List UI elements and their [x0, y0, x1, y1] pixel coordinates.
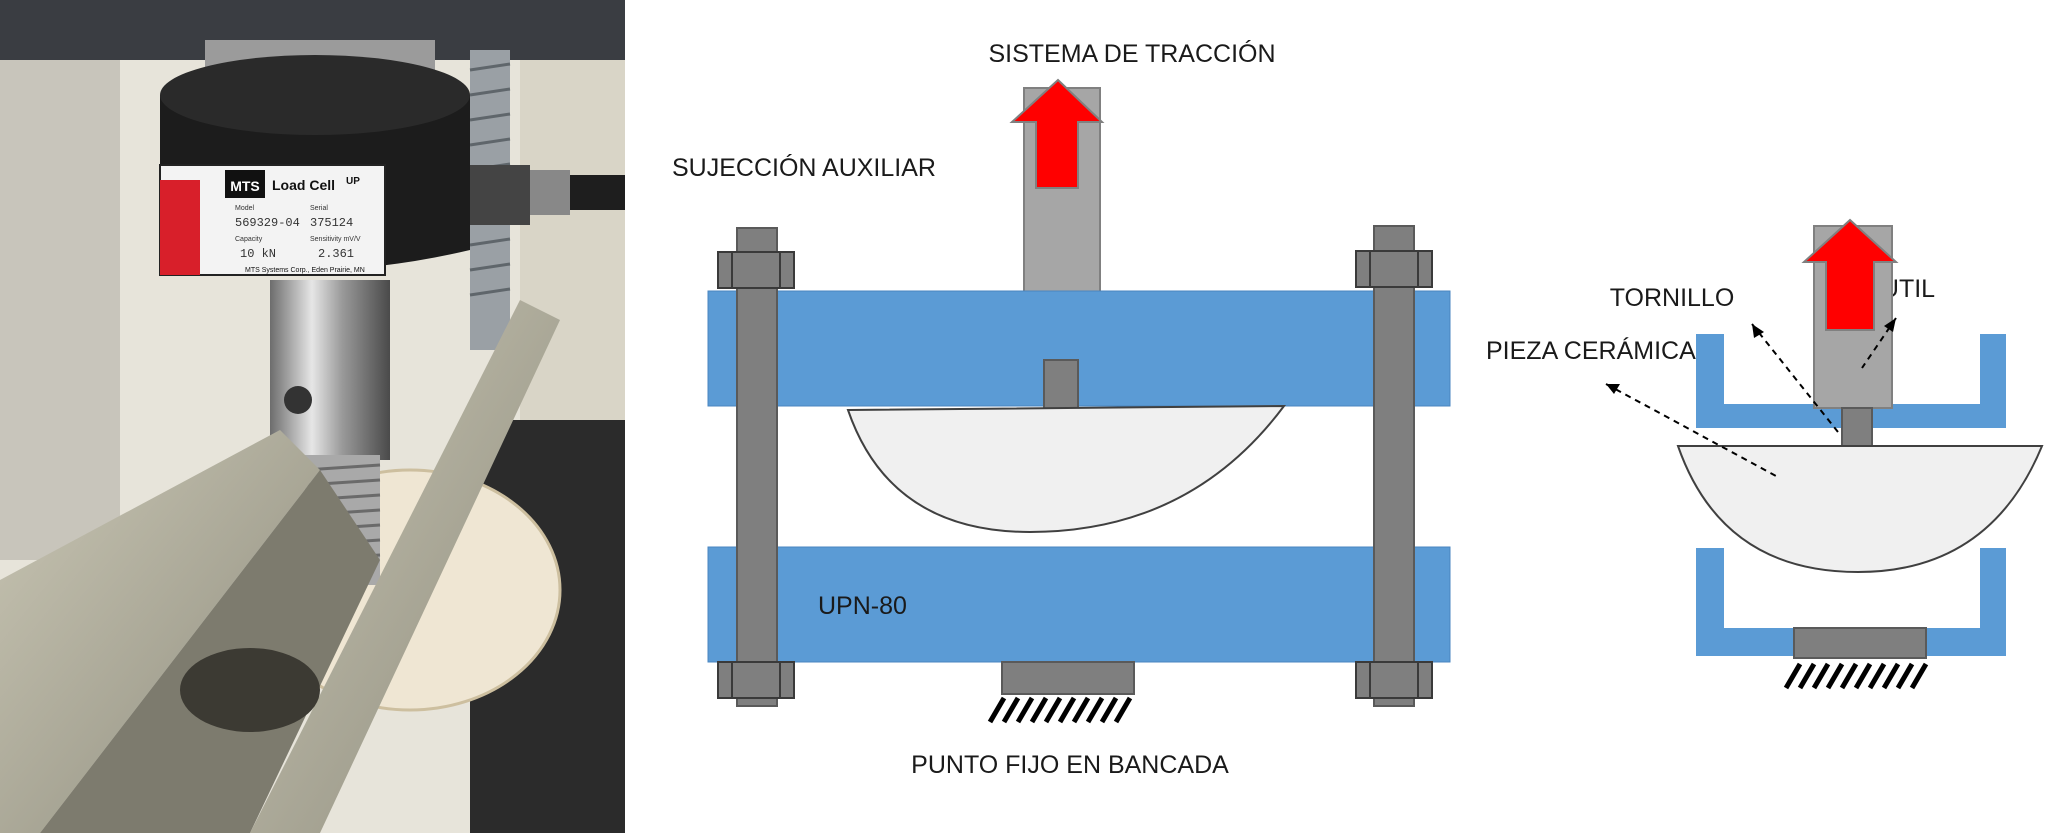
load-cell-title: Load Cell	[272, 177, 335, 193]
load-cell-brand: MTS	[230, 178, 260, 194]
sujecion-auxiliar-label: SUJECCIÓN AUXILIAR	[672, 153, 936, 182]
screw	[1043, 359, 1079, 411]
upper-channel-section	[1696, 334, 2006, 428]
nut-top-left	[717, 251, 795, 289]
load-cell-up: UP	[346, 176, 360, 187]
right-rod	[1373, 225, 1415, 707]
left-rod	[736, 227, 778, 707]
nut-bottom-left	[717, 661, 795, 699]
punto-fijo-label: PUNTO FIJO EN BANCADA	[911, 751, 1229, 779]
lower-channel-section	[1696, 548, 2006, 656]
model-head: Model	[235, 205, 255, 212]
nut-top-right	[1355, 250, 1433, 288]
tornillo-leader	[1751, 323, 1839, 433]
nut-bottom-right	[1355, 661, 1433, 699]
screw-section	[1841, 407, 1873, 451]
lower-beam	[707, 546, 1451, 663]
ceramic-piece	[846, 404, 1287, 534]
pull-arrow-section	[1801, 218, 1899, 331]
ceramic-section	[1676, 445, 2044, 574]
sistema-traccion-label: SISTEMA DE TRACCIÓN	[988, 39, 1275, 68]
util-arrowhead	[1884, 318, 1896, 332]
ground-hatch	[987, 696, 1133, 724]
serial-head: Serial	[310, 205, 328, 212]
pieza-ceramica-label: PIEZA CERÁMICA	[1486, 336, 1696, 365]
sensitivity-head: Sensitivity mV/V	[310, 236, 361, 243]
ground-hatch-section	[1783, 662, 1929, 690]
upn-label: UPN-80	[818, 592, 907, 620]
tornillo-arrowhead	[1752, 324, 1764, 338]
serial-value: 375124	[310, 216, 353, 230]
capacity-head: Capacity	[235, 236, 263, 243]
fixed-support	[1001, 661, 1135, 695]
pieza-arrowhead	[1606, 384, 1620, 394]
capacity-value: 10 kN	[240, 247, 276, 261]
model-value: 569329-04	[235, 216, 300, 230]
support-section	[1793, 627, 1927, 659]
sensitivity-value: 2.361	[318, 247, 354, 261]
tornillo-label: TORNILLO	[1610, 284, 1735, 312]
pull-arrow	[1009, 78, 1105, 189]
maker-text: MTS Systems Corp., Eden Prairie, MN	[245, 267, 365, 274]
test-rig-photo: MTS Load Cell UP Model 569329-04 Serial …	[0, 0, 625, 833]
